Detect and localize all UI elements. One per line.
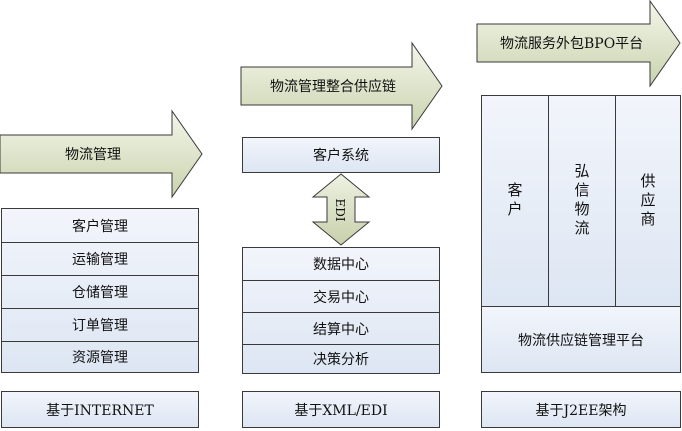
supplier-column: 供应商: [615, 95, 681, 307]
edi-double-arrow: [311, 173, 371, 246]
module-data-center: 数据中心: [313, 257, 369, 273]
column2-modules: 数据中心 交易中心 结算中心 决策分析: [242, 247, 440, 374]
module-warehouse-management: 仓储管理: [2, 275, 198, 308]
column1-modules: 客户管理 运输管理 仓储管理 订单管理 资源管理: [1, 208, 199, 373]
module-decision-analysis: 决策分析: [243, 344, 439, 373]
supply-chain-platform-box: 物流供应链管理平台: [481, 306, 681, 373]
integrated-supply-chain-label: 物流管理整合供应链: [270, 79, 396, 95]
hongxin-logistics-label: 弘信物流: [572, 163, 591, 239]
module-transport-management: 运输管理: [2, 242, 198, 275]
hongxin-logistics-column: 弘信物流: [548, 95, 616, 307]
module-settlement-center: 结算中心: [243, 312, 439, 344]
module-resource-management: 资源管理: [2, 341, 198, 372]
column3-base: 基于J2EE架构: [481, 391, 681, 428]
logistics-management-label: 物流管理: [65, 147, 121, 163]
bpo-platform-arrow: [476, 0, 681, 88]
supplier-column-label: 供应商: [638, 172, 657, 230]
column2-base: 基于XML/EDI: [242, 391, 440, 428]
module-order-management: 订单管理: [2, 308, 198, 341]
logistics-management-arrow: [0, 109, 203, 199]
module-customer-management: 客户管理: [72, 218, 128, 235]
column1-base: 基于INTERNET: [1, 391, 199, 428]
customer-system-box: 客户系统: [242, 137, 440, 173]
customer-column: 客户: [481, 95, 549, 307]
integrated-supply-chain-arrow: [240, 41, 443, 131]
customer-column-label: 客户: [505, 182, 524, 220]
bpo-platform-label: 物流服务外包BPO平台: [500, 36, 644, 52]
edi-label: EDI: [333, 198, 347, 222]
module-trading-center: 交易中心: [243, 280, 439, 312]
